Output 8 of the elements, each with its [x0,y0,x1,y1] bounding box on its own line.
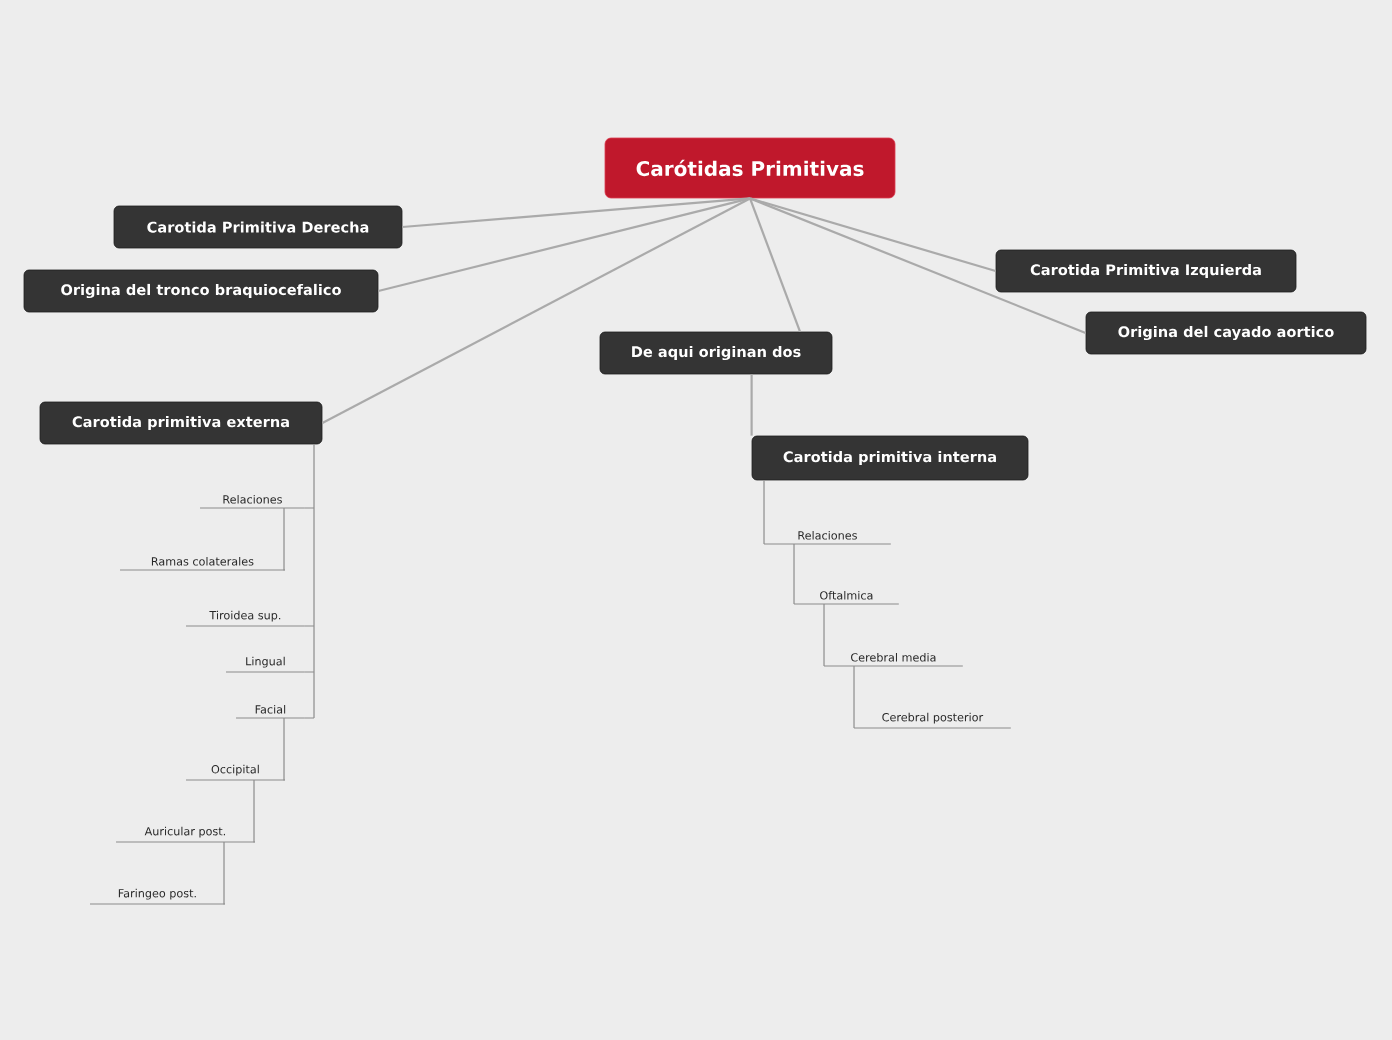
connector-line [749,197,996,273]
connector-line [402,197,751,229]
title-box: Carótidas Primitivas [604,137,896,199]
connector-line [321,197,751,424]
connector-line [748,198,802,332]
connector-line [750,374,753,436]
connector-line [749,197,1087,335]
connector-line [378,197,751,293]
